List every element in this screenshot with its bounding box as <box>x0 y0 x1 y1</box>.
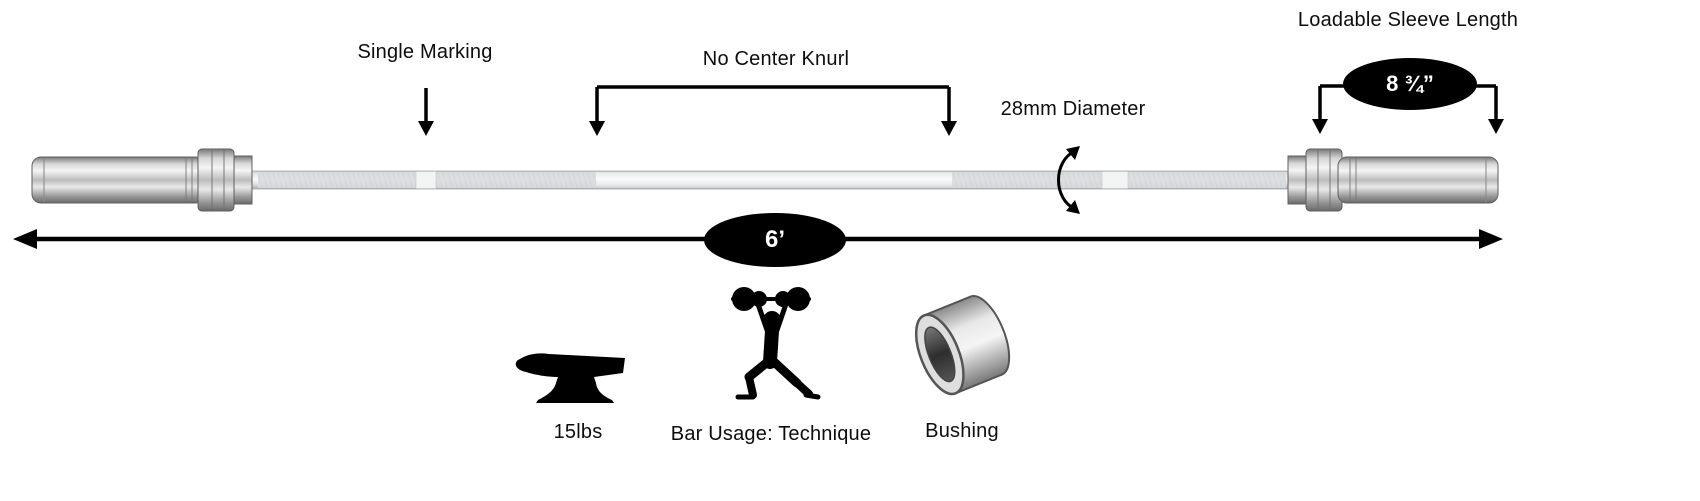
anvil-icon <box>515 353 625 403</box>
barbell-illustration <box>31 148 1499 212</box>
shaft-knurl-segment <box>1128 172 1286 188</box>
shaft-knurl-segment <box>952 172 1102 188</box>
no-center-knurl-label: No Center Knurl <box>702 48 850 70</box>
bar-length-value: 6’ <box>764 226 786 253</box>
right-collar-outer-ring <box>1305 148 1343 212</box>
left-collar-outer-ring <box>197 148 235 212</box>
bar-length-oval <box>704 213 846 267</box>
right-sleeve <box>1337 156 1499 204</box>
bushing-label: Bushing <box>925 420 999 442</box>
shaft-smooth-center <box>596 172 952 188</box>
left-marking-ring <box>415 171 437 189</box>
no-center-knurl-bracket <box>589 85 957 136</box>
bushing-icon <box>914 295 1011 396</box>
right-collar-inner-ring <box>1287 155 1307 205</box>
diameter-arc <box>1057 146 1080 214</box>
right-marking-ring <box>1101 171 1129 189</box>
left-sleeve <box>31 156 205 204</box>
loadable-sleeve-length-label: Loadable Sleeve Length <box>1297 9 1519 31</box>
bar-usage-label: Bar Usage: Technique <box>670 423 872 445</box>
weightlifter-icon <box>731 287 821 400</box>
sleeve-length-oval <box>1343 58 1477 110</box>
weight-label: 15lbs <box>553 421 603 443</box>
shaft-knurl-segment <box>258 172 416 188</box>
single-marking-arrow <box>418 88 434 136</box>
sleeve-length-value: 8 ¾” <box>1386 71 1434 96</box>
left-collar-inner-ring <box>233 155 253 205</box>
single-marking-label: Single Marking <box>357 41 493 63</box>
shaft-knurl-segment <box>436 172 596 188</box>
diameter-label: 28mm Diameter <box>1000 98 1146 120</box>
